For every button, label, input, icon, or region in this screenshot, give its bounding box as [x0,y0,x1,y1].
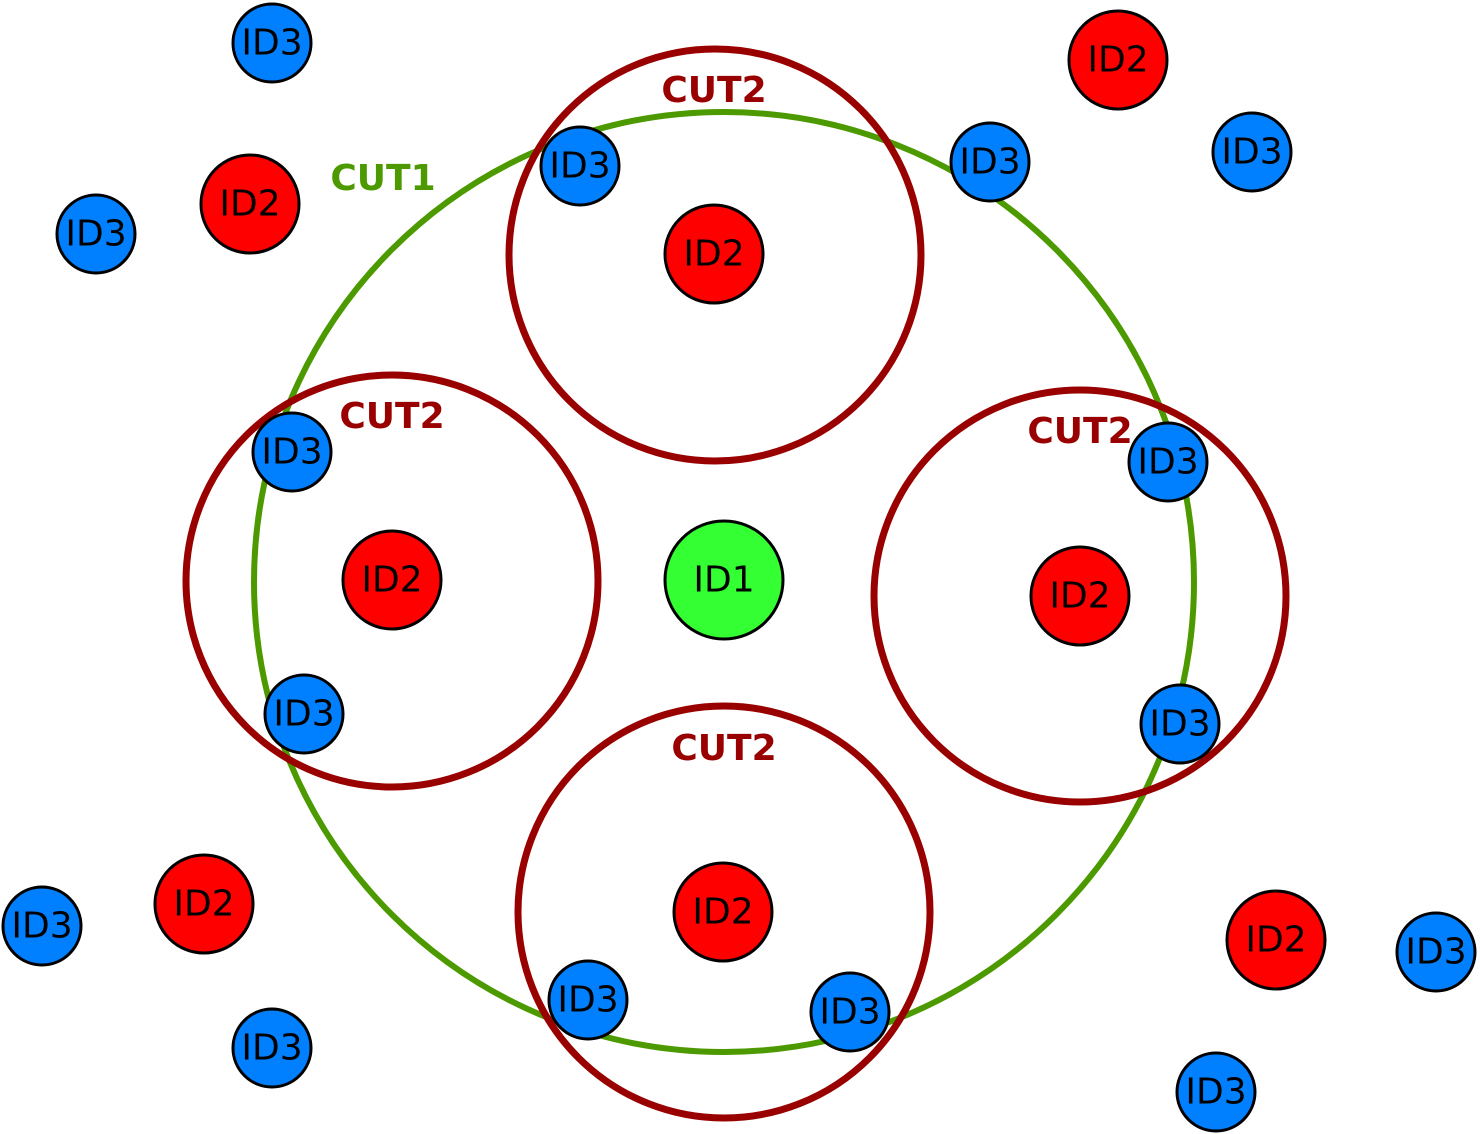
node-id3-label: ID3 [1405,932,1466,973]
node-id2: ID2 [672,861,774,963]
node-id3: ID3 [231,1007,313,1089]
cut2-label-left: CUT2 [339,396,444,437]
node-id2-label: ID2 [1245,920,1306,961]
cut2-label-bottom: CUT2 [671,728,776,769]
node-id3-label: ID3 [65,214,126,255]
node-id3: ID3 [1139,683,1221,765]
node-id2: ID2 [1225,889,1327,991]
cut2-label-right: CUT2 [1027,411,1132,452]
node-id3: ID3 [1175,1051,1257,1133]
cut2-label-top: CUT2 [661,70,766,111]
node-id2: ID2 [1029,545,1131,647]
node-id3-label: ID3 [1149,704,1210,745]
node-id3: ID3 [1395,911,1477,993]
node-id3-label: ID3 [241,23,302,64]
node-id3-label: ID3 [557,980,618,1021]
node-id2-label: ID2 [173,884,234,925]
node-id3: ID3 [949,121,1031,203]
node-id3: ID3 [1,885,83,967]
node-id2: ID2 [341,529,443,631]
node-id3-label: ID3 [959,142,1020,183]
node-id3: ID3 [1211,111,1293,193]
node-id3-label: ID3 [1185,1072,1246,1113]
node-id3-label: ID3 [1221,132,1282,173]
node-id2-label: ID2 [361,560,422,601]
cut2-ring-left [182,371,602,791]
node-id2: ID2 [663,203,765,305]
node-id2-label: ID2 [1087,40,1148,81]
node-id2-label: ID2 [692,892,753,933]
cut2-ring-top [505,45,925,465]
cut1-label: CUT1 [330,158,435,199]
cut2-ring-right [870,386,1290,806]
node-id3: ID3 [1127,421,1209,503]
node-id3-label: ID3 [549,146,610,187]
node-id3: ID3 [55,193,137,275]
node-id1-label: ID1 [693,560,754,601]
cut1-ring [251,109,1197,1055]
node-id3: ID3 [809,971,891,1053]
node-id3-label: ID3 [273,694,334,735]
node-id2-label: ID2 [219,184,280,225]
node-id3-label: ID3 [819,992,880,1033]
node-id2: ID2 [1067,9,1169,111]
node-id2: ID2 [153,853,255,955]
node-id3: ID3 [539,125,621,207]
node-id2-label: ID2 [1049,576,1110,617]
node-id2: ID2 [199,153,301,255]
node-id3: ID3 [263,673,345,755]
node-id3-label: ID3 [261,432,322,473]
node-id3-label: ID3 [1137,442,1198,483]
node-id3: ID3 [251,411,333,493]
node-id3: ID3 [547,959,629,1041]
node-id1: ID1 [663,519,785,641]
node-id3-label: ID3 [241,1028,302,1069]
node-id2-label: ID2 [683,234,744,275]
node-id3: ID3 [231,2,313,84]
cut2-ring-bottom [514,702,934,1122]
node-id3-label: ID3 [11,906,72,947]
